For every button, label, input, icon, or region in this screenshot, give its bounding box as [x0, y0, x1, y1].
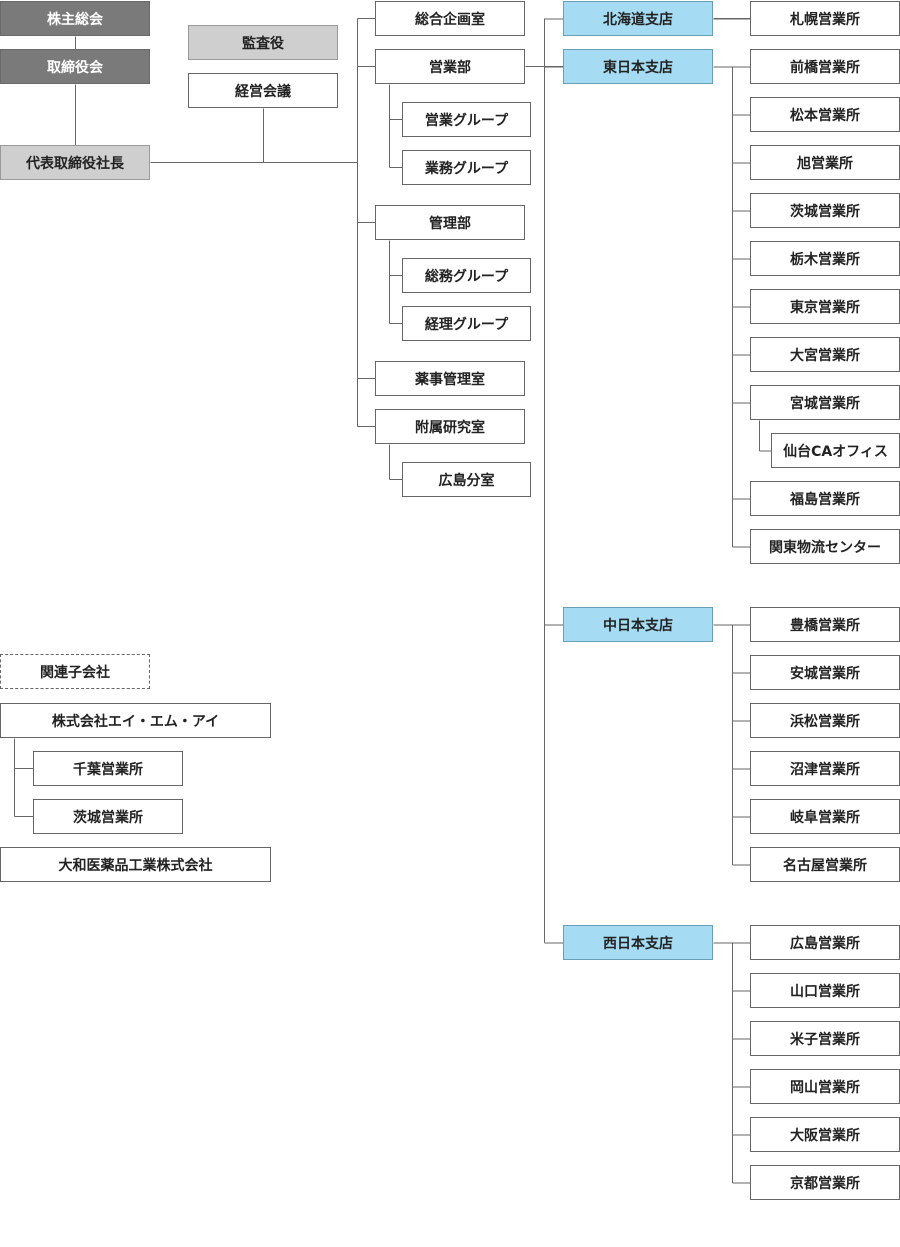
sales-office-box: 岡山営業所 [750, 1069, 900, 1104]
satellite-office-box: 仙台CAオフィス [771, 433, 900, 468]
sales-office-box: 茨城営業所 [750, 193, 900, 228]
subsidiary-ami: 株式会社エイ・エム・アイ [0, 703, 271, 738]
branch-box: 北海道支店 [563, 1, 713, 36]
sales-office-box: 札幌営業所 [750, 1, 900, 36]
dept-sales: 営業部 [375, 49, 525, 84]
auditor-box: 監査役 [188, 25, 338, 60]
sales-office-box: 沼津営業所 [750, 751, 900, 786]
subsidiary-daiwa: 大和医薬品工業株式会社 [0, 847, 271, 882]
dept-planning-office: 総合企画室 [375, 1, 525, 36]
sales-office-box: 山口営業所 [750, 973, 900, 1008]
management-meeting-box: 経営会議 [188, 73, 338, 108]
dept-admin: 管理部 [375, 205, 525, 240]
board-of-directors-box: 取締役会 [0, 49, 150, 84]
group-general-affairs: 総務グループ [402, 258, 531, 293]
sales-office-box: 東京営業所 [750, 289, 900, 324]
sales-office-box: 岐阜営業所 [750, 799, 900, 834]
sales-office-box: 浜松営業所 [750, 703, 900, 738]
group-sales: 営業グループ [402, 102, 531, 137]
subsidiaries-heading: 関連子会社 [0, 654, 150, 689]
subsidiary-ami-office: 茨城営業所 [33, 799, 183, 834]
sales-office-box: 宮城営業所 [750, 385, 900, 420]
sales-office-box: 旭営業所 [750, 145, 900, 180]
dept-pharma-affairs: 薬事管理室 [375, 361, 525, 396]
branch-box: 西日本支店 [563, 925, 713, 960]
sales-office-box: 松本営業所 [750, 97, 900, 132]
sales-office-box: 前橋営業所 [750, 49, 900, 84]
sales-office-box: 関東物流センター [750, 529, 900, 564]
subsidiary-ami-office: 千葉営業所 [33, 751, 183, 786]
branch-box: 中日本支店 [563, 607, 713, 642]
group-accounting: 経理グループ [402, 306, 531, 341]
sales-office-box: 安城営業所 [750, 655, 900, 690]
sales-office-box: 豊橋営業所 [750, 607, 900, 642]
sales-office-box: 福島営業所 [750, 481, 900, 516]
sales-office-box: 名古屋営業所 [750, 847, 900, 882]
sales-office-box: 京都営業所 [750, 1165, 900, 1200]
sales-office-box: 米子営業所 [750, 1021, 900, 1056]
group-operations: 業務グループ [402, 150, 531, 185]
president-box: 代表取締役社長 [0, 145, 150, 180]
branch-box: 東日本支店 [563, 49, 713, 84]
sales-office-box: 栃木営業所 [750, 241, 900, 276]
dept-research-lab: 附属研究室 [375, 409, 525, 444]
sales-office-box: 大阪営業所 [750, 1117, 900, 1152]
shareholders-meeting-box: 株主総会 [0, 1, 150, 36]
sales-office-box: 大宮営業所 [750, 337, 900, 372]
sales-office-box: 広島営業所 [750, 925, 900, 960]
lab-hiroshima-branch: 広島分室 [402, 462, 531, 497]
